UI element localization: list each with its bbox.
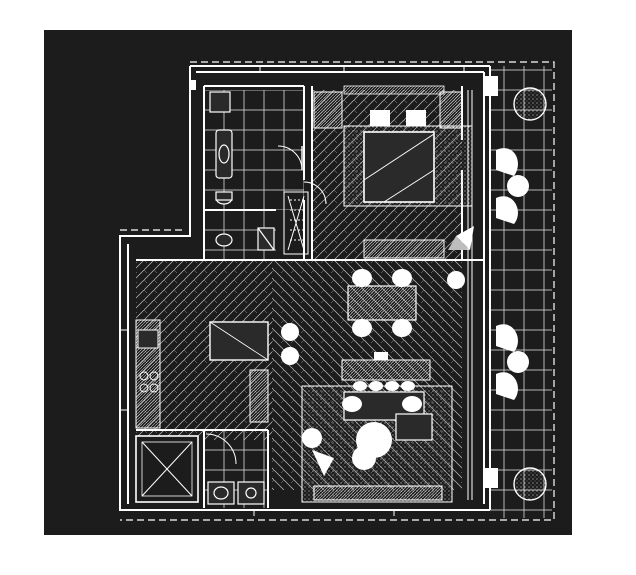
window-marks (120, 66, 465, 516)
lounge-chairs-bottom (496, 324, 529, 400)
dining-chair (392, 319, 412, 337)
bathroom-fixtures (209, 91, 275, 251)
guest-bath-fixtures (207, 481, 265, 505)
entrance-elevator (135, 435, 199, 503)
bedroom-lamp (448, 226, 474, 250)
bedroom-door-swing (303, 181, 327, 205)
bedroom (303, 85, 473, 207)
floor-plan-svg (44, 30, 572, 535)
outer-walls (119, 65, 491, 511)
sink (137, 329, 159, 349)
tv (374, 352, 388, 360)
lounge-chairs-top (496, 148, 529, 224)
nightstand-left (313, 91, 343, 129)
structural-columns (190, 76, 498, 488)
floor-plan-drawing (44, 30, 572, 535)
cushion (402, 396, 422, 412)
window-bench (313, 485, 443, 501)
wardrobe (283, 191, 309, 255)
potted-plant (513, 87, 547, 121)
bed-headboard-shelf (343, 85, 445, 95)
pillow-left (370, 110, 390, 126)
glazing-rails (467, 90, 473, 500)
tv-console (341, 359, 431, 381)
dining-chair (392, 269, 412, 287)
ottoman-row (353, 381, 415, 391)
double-bed (363, 131, 435, 203)
kitchen (135, 319, 299, 429)
pillow-right (406, 110, 426, 126)
dining-chair (352, 269, 372, 287)
armchair (302, 428, 322, 448)
cooktop (139, 371, 159, 393)
nightstand-right (439, 91, 463, 129)
terrace-outline (120, 61, 555, 521)
bedroom-bench (363, 239, 445, 259)
dining-chair (352, 319, 372, 337)
cushion (342, 396, 362, 412)
living-room (301, 352, 453, 503)
guest-bath-door-swing (205, 433, 237, 465)
bar-stool (281, 323, 299, 341)
dining-area (347, 269, 465, 337)
dining-chair (447, 271, 465, 289)
terrace-furniture (496, 87, 547, 501)
dining-table (347, 285, 417, 321)
lamp (312, 450, 334, 476)
terrace-tile-floor (490, 66, 552, 518)
bar-stool (281, 347, 299, 365)
potted-plant (513, 467, 547, 501)
side-table (352, 446, 376, 470)
sofa-chaise (395, 413, 433, 441)
tall-cabinet (249, 369, 269, 423)
